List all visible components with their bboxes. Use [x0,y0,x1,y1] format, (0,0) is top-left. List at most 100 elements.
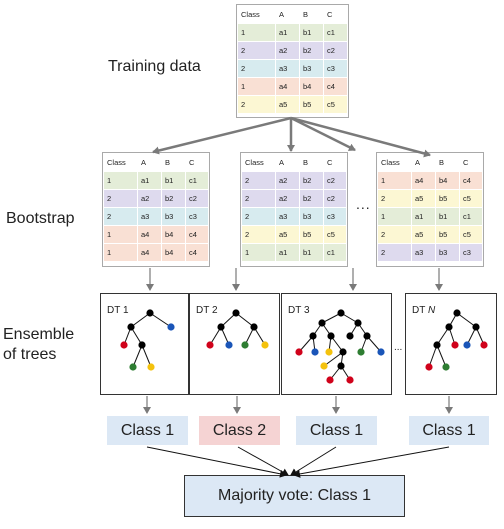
tree-node [453,309,461,317]
tree-edge [141,344,152,368]
prediction-tree-2: Class 2 [199,416,280,445]
bootstrap-label: Bootstrap [6,210,75,227]
tree-node [377,348,385,356]
trees-ellipsis: ... [394,342,403,353]
tree-node [146,309,154,317]
tree-node [357,348,365,356]
vote-arrows [146,446,450,478]
tree-node [129,363,137,371]
header-b: B [299,153,324,172]
cell-c: c4 [185,225,209,244]
tree-node [346,332,354,340]
tree-node [250,323,258,331]
cell-class: 2 [377,243,412,262]
tree-title: DT 1 [107,305,129,316]
class-arrows [143,396,453,414]
tree-3-graph [295,309,385,384]
header-c: C [323,5,348,24]
tree-node [120,341,128,349]
header-a: A [411,153,436,172]
tree-node [337,362,345,370]
tree-node [206,341,214,349]
cell-c: c5 [323,95,348,114]
tree-edge [436,344,447,368]
tree-node [138,341,146,349]
tree-node [232,309,240,317]
arrow-classn-to-vote [293,446,450,478]
tree-node [463,341,471,349]
cell-a: a5 [275,95,300,114]
tree-node [327,332,335,340]
tree-node [339,348,347,356]
tree-title: DT 2 [196,305,218,316]
tree-node [354,319,362,327]
tree-node [326,376,334,384]
tree-node [127,323,135,331]
tree-node [167,323,175,331]
tree-edge [456,312,477,328]
tree-edge [428,344,438,368]
bootstrap-ellipsis: ... [356,196,371,212]
tree-node [346,376,354,384]
cell-c: c3 [459,243,483,262]
tree-edge [130,312,151,328]
tree-node [320,362,328,370]
tree-edge [132,344,143,368]
majority-vote-box: Majority vote: Class 1 [184,475,405,517]
tree-node [480,341,488,349]
tree-title: DT 3 [288,305,310,316]
tree-4-graph [425,309,488,371]
arrow-to-bootstrap-ellipsis [290,116,356,152]
tree-node [451,341,459,349]
tree-node [241,341,249,349]
tree-node [472,323,480,331]
tree-node [363,332,371,340]
tree-node [217,323,225,331]
tree-node [425,363,433,371]
tree-edge [149,312,172,328]
tree-node [325,348,333,356]
bootstrap-table-frame-2 [240,152,348,267]
arrow-class3-to-vote [290,446,337,476]
bootstrap-arrows [152,116,431,158]
arrow-to-bootstrap-n [290,116,431,158]
decision-tree-n: DT N [405,293,497,395]
tree-node [433,341,441,349]
prediction-tree-n: Class 1 [409,416,489,445]
tree-node [337,309,345,317]
header-b: B [299,5,324,24]
tree-node [309,332,317,340]
prediction-tree-3: Class 1 [296,416,377,445]
tree-2-graph [206,309,269,349]
tree-node [261,341,269,349]
arrow-to-bootstrap-1 [152,116,292,155]
arrow-class1-to-vote [146,446,287,478]
table-header-row: Class A B C [103,153,209,172]
arrow-class2-to-vote [237,446,289,476]
tree-title: DT N [412,305,436,316]
cell-c: c1 [323,243,347,262]
cell-c: c5 [459,225,483,244]
tree-1-graph [120,309,175,371]
table-header-row: Class A B C [237,5,348,24]
cell-c: c4 [185,243,209,262]
tree-arrows [146,268,443,291]
tree-node [147,363,155,371]
cell-class: 1 [241,243,276,262]
cell-class: 2 [237,95,276,114]
tree-node [295,348,303,356]
cell-c: c1 [185,171,209,190]
tree-diagrams [120,309,488,384]
